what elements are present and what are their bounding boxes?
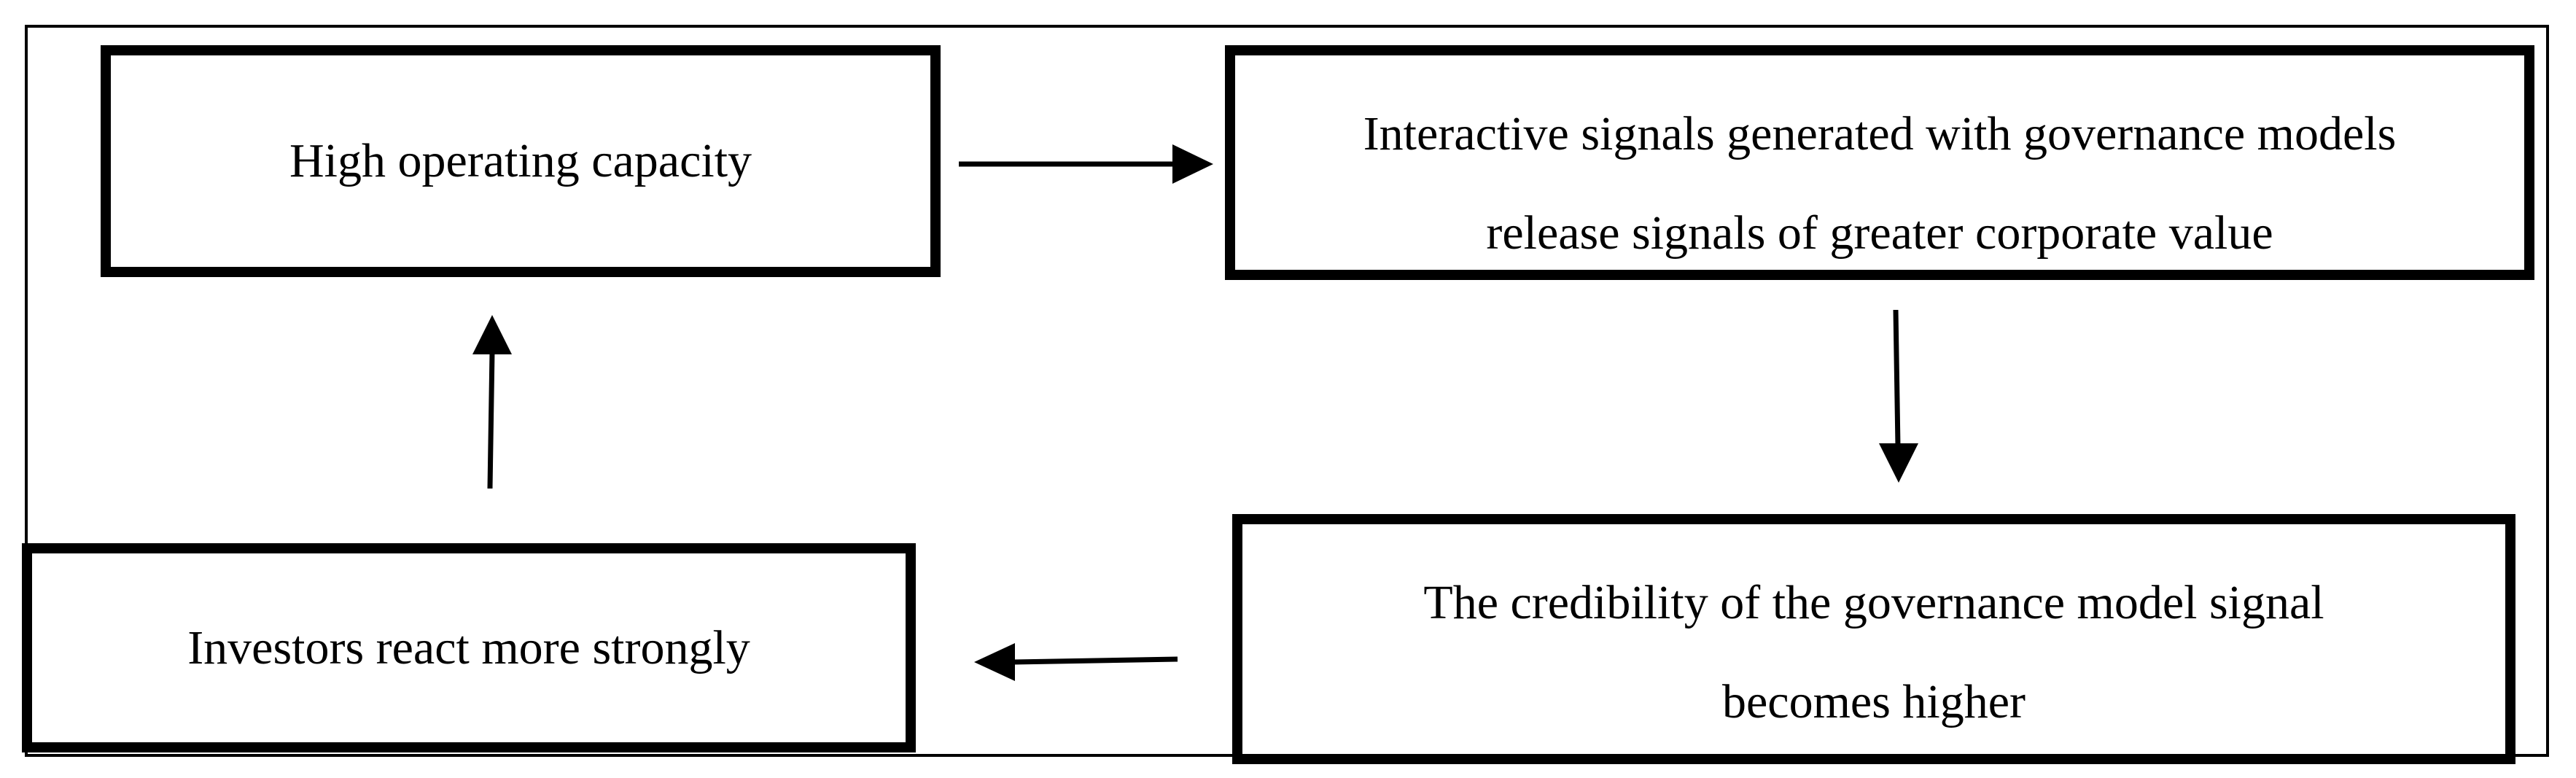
node-signal-credibility: The credibility of the governance model … <box>1232 514 2515 764</box>
node-label-line-1: Interactive signals generated with gover… <box>1363 107 2397 160</box>
node-interactive-signals: Interactive signals generated with gover… <box>1225 45 2534 280</box>
node-label-line-2: becomes higher <box>1721 675 2026 728</box>
node-high-operating-capacity: High operating capacity <box>101 45 941 277</box>
node-investors-react: Investors react more strongly <box>22 543 916 752</box>
node-label: Investors react more strongly <box>187 621 750 674</box>
node-label-line-1: The credibility of the governance model … <box>1423 576 2324 629</box>
node-label-line-2: release signals of greater corporate val… <box>1486 206 2273 260</box>
node-label: High operating capacity <box>289 134 752 187</box>
